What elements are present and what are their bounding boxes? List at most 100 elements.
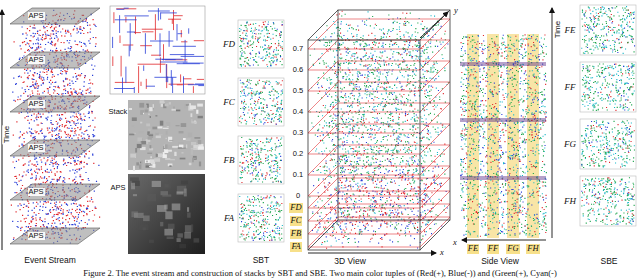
frame-label: APS: [28, 56, 45, 65]
stack-texture: [178, 142, 184, 145]
aps-texture: [179, 244, 186, 248]
sbe-frame: [580, 119, 636, 169]
sbt-dots: [239, 21, 283, 241]
stack-texture: [156, 136, 161, 139]
stack-texture: [181, 123, 187, 127]
frame-label: FF: [564, 82, 577, 92]
stack-texture: [165, 144, 168, 149]
stack-texture: [158, 126, 163, 128]
x-axis: [462, 240, 546, 241]
stack-texture: [143, 113, 144, 115]
time-slice: [308, 191, 450, 221]
panel-title: SBE: [600, 257, 619, 267]
side-dots: [460, 35, 547, 236]
aps-texture: [184, 232, 191, 239]
plot-frame: [110, 6, 205, 94]
side-band: [460, 176, 546, 180]
stack-texture: [147, 153, 152, 154]
stack-texture: [159, 134, 163, 135]
stack-texture: [191, 121, 196, 123]
stack-texture: [179, 145, 183, 148]
sbt-dots: [239, 21, 283, 241]
frame-label: APS: [28, 232, 45, 241]
panel-title: Side View: [480, 257, 520, 267]
stack-texture: [178, 147, 182, 149]
plot-trace: [113, 8, 204, 93]
time-slice: [308, 178, 450, 208]
stack-texture: [180, 158, 186, 160]
stack-texture: [198, 147, 204, 150]
stack-texture: [186, 138, 191, 141]
aps-texture: [162, 194, 171, 196]
aps-texture: [187, 207, 189, 212]
panel-label: APS: [110, 184, 127, 193]
tick-label: 0.3: [292, 129, 304, 138]
event-dots: [12, 10, 99, 244]
time-axis: [552, 8, 553, 238]
side-band: [460, 118, 546, 122]
aps-texture: [181, 181, 188, 185]
stack-texture: [145, 163, 151, 164]
stack-texture: [186, 144, 187, 148]
stack-texture: [152, 127, 157, 130]
stack-texture: [168, 150, 172, 152]
stack-texture: [191, 142, 196, 145]
stack-texture: [190, 106, 196, 110]
stack-texture: [147, 161, 148, 163]
stack-texture: [166, 131, 168, 135]
stack-texture: [137, 144, 142, 148]
plot-trace: [113, 9, 204, 93]
cube-front: [308, 40, 420, 250]
aps-texture: [187, 213, 191, 218]
axis-label: y: [453, 6, 459, 16]
aps-frame: [10, 228, 100, 244]
stack-texture: [141, 141, 146, 144]
cube-edge: [308, 220, 338, 250]
time-slice: [308, 82, 450, 112]
side-band: [460, 62, 546, 66]
frame-label: APS: [28, 188, 45, 197]
frame-label: FD: [222, 39, 236, 49]
aps-texture: [177, 191, 184, 194]
aps-texture: [138, 224, 148, 230]
stack-texture: [153, 104, 154, 108]
stack-texture: [192, 158, 196, 160]
stack-texture: [188, 133, 192, 137]
figure-caption: Figure 2. The event stream and construct…: [83, 269, 557, 278]
stack-texture: [168, 164, 173, 167]
tick-label: 0.4: [292, 108, 304, 117]
sbe-dots: [581, 6, 635, 225]
frame-label: FE: [564, 25, 577, 35]
slice-label: FG: [506, 244, 519, 254]
stack-texture: [179, 131, 184, 133]
aps-texture: [130, 177, 139, 181]
aps-texture: [133, 194, 137, 196]
stack-texture: [150, 116, 151, 118]
stack-texture: [172, 146, 178, 148]
axis-label: x: [439, 248, 445, 258]
stack-texture: [197, 104, 203, 107]
stack-texture: [191, 113, 193, 117]
sbt-frame: [238, 136, 284, 184]
axis-title: Time: [553, 20, 562, 39]
stack-texture: [146, 124, 150, 127]
stack-texture: [132, 125, 134, 127]
stack-texture: [148, 114, 149, 115]
stack-texture: [155, 115, 157, 116]
stack-texture: [141, 160, 143, 164]
cube-edge: [308, 10, 338, 40]
stack-texture: [139, 103, 144, 108]
sbt-dots: [239, 22, 283, 241]
slice-label: FB: [290, 229, 302, 239]
aps-texture: [131, 183, 135, 190]
tick-label: 0.1: [292, 171, 304, 180]
aps-texture: [172, 204, 181, 211]
frame-label: APS: [28, 100, 45, 109]
stack-texture: [160, 100, 165, 103]
time-slice: [308, 40, 450, 70]
stack-texture: [172, 109, 176, 111]
stack-texture: [191, 150, 193, 155]
aps-texture: [194, 238, 200, 242]
